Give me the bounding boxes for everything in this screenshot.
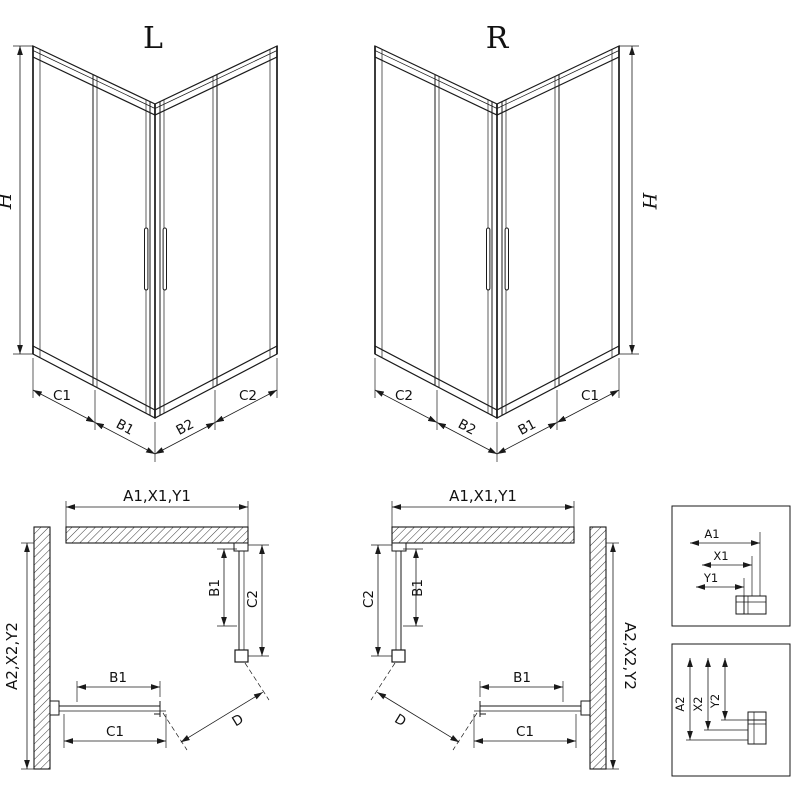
dim-label-a1: A1: [704, 527, 719, 541]
corner-post: [391, 649, 406, 663]
side-door-dimension-plan-left: B1: [207, 548, 237, 627]
dim-label-b1: B1: [513, 670, 531, 686]
depth-dimension-plan-left: A2,X2,Y2: [3, 542, 34, 770]
dim-label-c1: C1: [106, 724, 124, 740]
dim-label-b1: B1: [207, 579, 223, 597]
dim-label-c1: C1: [581, 388, 599, 404]
dim-label-b1: B1: [515, 416, 538, 439]
bottom-fixed-dimension-plan-right: C1: [473, 714, 577, 748]
dim-label-a2: A2: [673, 696, 687, 711]
bottom-door-dimension-plan-right: B1: [479, 670, 564, 702]
glass-panel-edges-right-view: [374, 46, 620, 418]
diagonal-dimension-plan-left: D: [162, 662, 270, 751]
door-handle-icon: [504, 227, 510, 291]
perspective-view-right: R: [374, 21, 660, 462]
dim-label-c2: C2: [239, 388, 257, 404]
width-dimensions-left-view: C1 B1 B2 C2: [32, 358, 278, 462]
dim-label-y2: Y2: [708, 694, 722, 709]
dim-label-c2: C2: [245, 590, 261, 608]
dim-label-b2: B2: [173, 416, 196, 439]
detail-box-width-measurement: A1 X1 Y1: [671, 505, 791, 627]
corner-post: [234, 649, 249, 663]
dim-label-a1x1y1: A1,X1,Y1: [123, 487, 191, 505]
detail-frame: [671, 505, 791, 627]
profile-section-sketch: [686, 711, 767, 745]
side-wall: [33, 526, 51, 770]
side-door-dimension-plan-right: B1: [403, 548, 426, 627]
height-dimension-right-view: H: [619, 45, 660, 355]
bottom-door-dimension-plan-left: B1: [76, 670, 161, 702]
width-dimensions-right-view: C2 B2 B1 C1: [374, 358, 620, 462]
width-dimension-plan-right: A1,X1,Y1: [391, 487, 575, 527]
plan-view-left: A1,X1,Y1 A2,X2,Y2 B1 C2 B1: [3, 487, 270, 770]
dim-label-a2x2y2: A2,X2,Y2: [621, 622, 639, 690]
profile-section-sketch: [735, 532, 767, 615]
variant-label-left: L: [143, 21, 163, 56]
dim-label-d: D: [229, 711, 246, 730]
door-handle-icon: [486, 227, 491, 291]
width-dimension-plan-left: A1,X1,Y1: [65, 487, 249, 527]
perspective-view-left: L: [0, 21, 278, 462]
dim-label-b2: B2: [455, 416, 478, 439]
dim-label-c2: C2: [395, 388, 413, 404]
dim-label-c2: C2: [361, 590, 377, 608]
detail-box-depth-measurement: A2 X2 Y2: [671, 643, 791, 777]
dim-label-h: H: [0, 192, 16, 210]
top-wall: [65, 526, 249, 544]
depth-dimension-plan-right: A2,X2,Y2: [606, 542, 639, 770]
dim-label-c1: C1: [53, 388, 71, 404]
dim-label-b1: B1: [410, 579, 426, 597]
dim-label-d: D: [391, 711, 408, 730]
dim-label-a1x1y1: A1,X1,Y1: [449, 487, 517, 505]
dim-label-b1: B1: [113, 416, 136, 439]
dim-label-h: H: [638, 192, 660, 210]
diagonal-dimension-plan-right: D: [370, 662, 478, 751]
top-wall: [391, 526, 575, 544]
dim-label-a2x2y2: A2,X2,Y2: [3, 622, 21, 690]
door-handle-icon: [144, 227, 149, 291]
dim-label-y1: Y1: [703, 571, 718, 585]
variant-label-right: R: [486, 21, 510, 56]
bottom-fixed-dimension-plan-left: C1: [63, 714, 167, 748]
dim-label-c1: C1: [516, 724, 534, 740]
glass-panels-plan-right: [391, 542, 591, 717]
glass-panel-edges-left-view: [32, 46, 278, 418]
top-rail-left-view: [32, 45, 278, 116]
side-wall: [589, 526, 607, 770]
side-fixed-dimension-plan-left: C2: [245, 544, 269, 657]
dim-label-x2: X2: [691, 696, 705, 711]
glass-panels-plan-left: [49, 542, 249, 717]
height-dimension-left-view: H: [0, 45, 33, 355]
dim-label-b1: B1: [109, 670, 127, 686]
dim-label-x1: X1: [713, 549, 728, 563]
side-fixed-dimension-plan-right: C2: [361, 544, 392, 657]
door-handle-icon: [162, 227, 168, 291]
plan-view-right: A1,X1,Y1 A2,X2,Y2 C2 B1 B1: [361, 487, 639, 770]
